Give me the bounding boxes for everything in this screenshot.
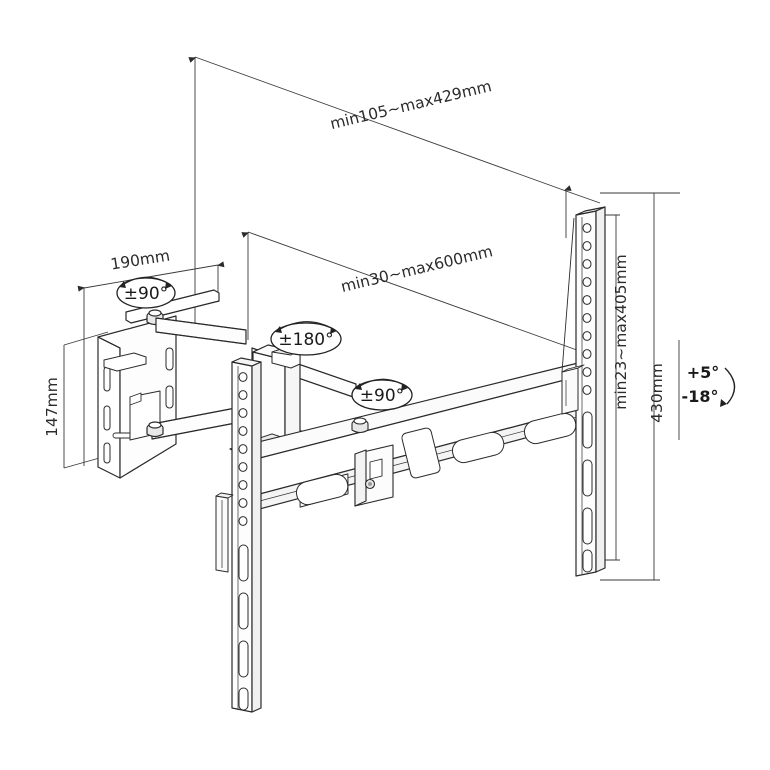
rotation-badge-swivel-head: ±90° — [351, 378, 413, 411]
rotation-badge-swivel-main-label: ±180° — [278, 330, 333, 350]
rotation-badge-swivel-head-label: ±90° — [360, 386, 404, 406]
articulating-arm-lower — [146, 405, 247, 440]
dimension-label-plate-width: 190mm — [109, 246, 171, 273]
dimension-label-plate-height: 147mm — [43, 377, 61, 437]
tv-rail-left — [215, 357, 262, 713]
dimension-label-depth-extension: min105~max429mm — [328, 77, 493, 133]
rotation-badge-swivel-plate: ±90° — [116, 276, 176, 309]
tilt-up-label: +5° — [687, 363, 720, 382]
dimension-lines — [63, 56, 680, 581]
articulating-arm-upper — [155, 317, 247, 345]
tilt-indicator: +5° -18° — [682, 363, 736, 407]
tv-rail-right — [561, 206, 606, 577]
tilt-mechanism — [354, 444, 394, 507]
tilt-down-label: -18° — [682, 387, 719, 406]
wall-plate-assembly — [97, 315, 177, 479]
dimension-label-arm-extension: min30~max600mm — [339, 242, 494, 296]
rotation-badge-swivel-plate-label: ±90° — [124, 284, 168, 304]
dimension-label-vesa-height: min23~max405mm — [612, 254, 630, 410]
dimension-label-rail-height: 430mm — [648, 363, 666, 423]
rotation-badge-swivel-main: ±180° — [270, 321, 342, 356]
main-horizontal-bar — [229, 362, 601, 512]
head-swivel-bolt — [351, 417, 369, 434]
